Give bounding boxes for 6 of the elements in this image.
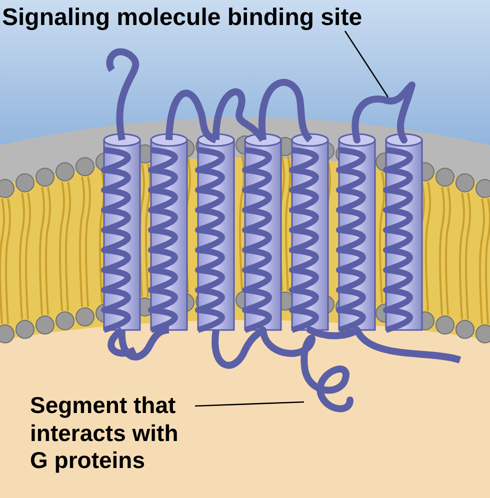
protein-loop (260, 326, 360, 412)
leader-line (194, 401, 304, 407)
protein-loop (352, 82, 416, 144)
leader-line (344, 30, 389, 98)
callout-label: Segment that interacts with G proteins (30, 392, 195, 475)
callout-label: Signaling molecule binding site (2, 4, 362, 33)
